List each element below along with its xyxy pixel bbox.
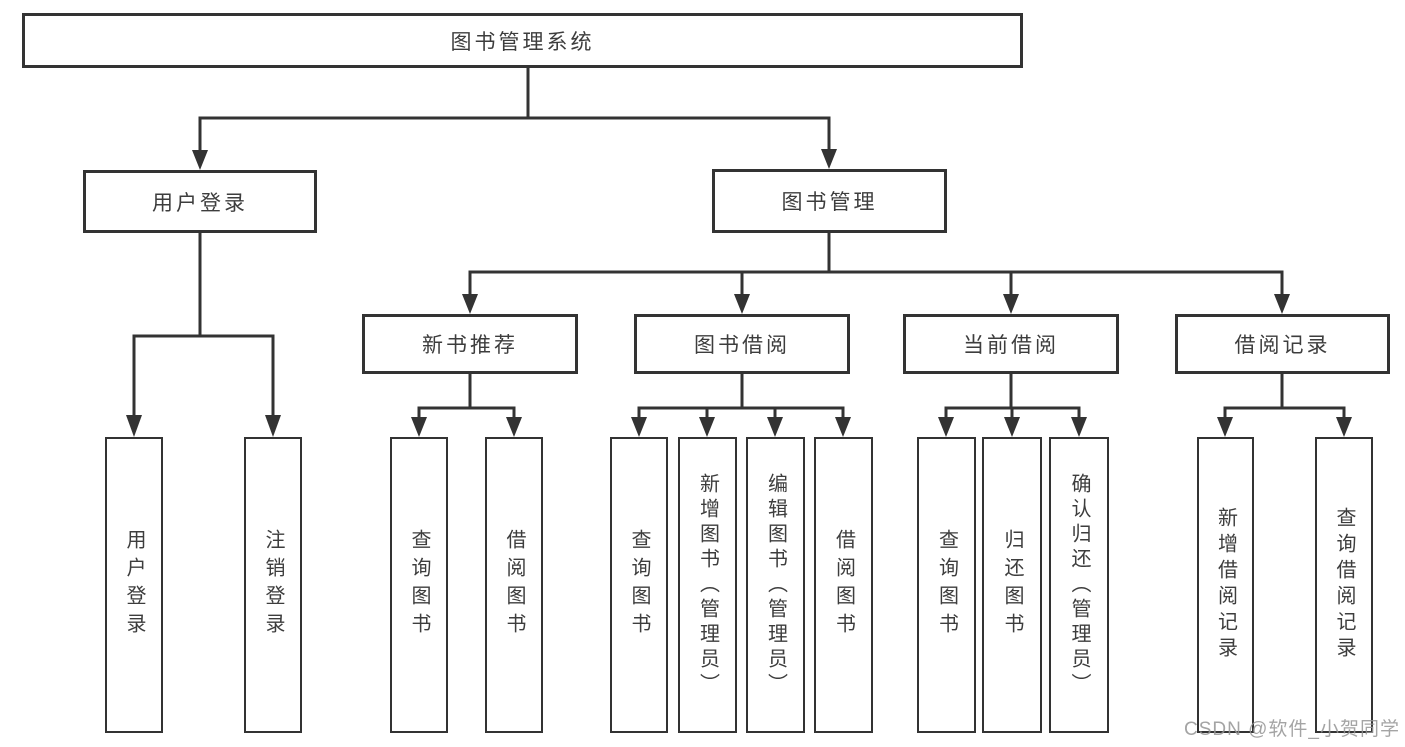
leaf-bb-query-book: 查询图书 — [610, 437, 668, 733]
leaf-cb-return-book: 归还图书 — [982, 437, 1042, 733]
connector-current-borrow-children — [938, 374, 1087, 437]
leaf-cb-confirm-return-label: 确认归还（管理员） — [1068, 472, 1090, 698]
node-book-mgmt: 图书管理 — [712, 169, 947, 233]
leaf-bb-query-book-label: 查询图书 — [628, 529, 650, 641]
node-borrow-record-label: 借阅记录 — [1234, 334, 1331, 357]
connector-book-mgmt-children — [462, 233, 1290, 314]
leaf-rec-borrow-book-label: 借阅图书 — [503, 529, 525, 641]
node-borrow-record: 借阅记录 — [1175, 314, 1390, 374]
leaf-user-login: 用户登录 — [105, 437, 163, 733]
connector-borrow-record-children — [1217, 374, 1352, 437]
leaf-rec-query-book: 查询图书 — [390, 437, 448, 733]
node-book-mgmt-label: 图书管理 — [781, 191, 878, 214]
leaf-logout: 注销登录 — [244, 437, 302, 733]
leaf-br-query-record-label: 查询借阅记录 — [1333, 507, 1355, 663]
leaf-bb-edit-book-label: 编辑图书（管理员） — [764, 472, 787, 698]
leaf-bb-edit-book: 编辑图书（管理员） — [746, 437, 805, 733]
node-book-borrow-label: 图书借阅 — [694, 334, 790, 357]
connector-user-login-children — [126, 233, 281, 437]
leaf-bb-add-book: 新增图书（管理员） — [678, 437, 737, 733]
node-new-book-rec-label: 新书推荐 — [422, 334, 518, 357]
leaf-cb-confirm-return: 确认归还（管理员） — [1049, 437, 1109, 733]
leaf-logout-label: 注销登录 — [262, 529, 284, 641]
connector-root-to-level2 — [192, 68, 837, 170]
leaf-bb-add-book-label: 新增图书（管理员） — [696, 472, 719, 698]
connector-book-borrow-children — [631, 374, 851, 437]
node-root-label: 图书管理系统 — [450, 30, 595, 54]
leaf-rec-query-book-label: 查询图书 — [408, 529, 430, 641]
leaf-rec-borrow-book: 借阅图书 — [485, 437, 543, 733]
leaf-cb-query-book: 查询图书 — [917, 437, 976, 733]
node-current-borrow-label: 当前借阅 — [963, 334, 1059, 357]
leaf-user-login-label: 用户登录 — [123, 529, 145, 641]
leaf-br-query-record: 查询借阅记录 — [1315, 437, 1373, 733]
leaf-bb-borrow-book-label: 借阅图书 — [832, 529, 855, 641]
leaf-br-add-record: 新增借阅记录 — [1197, 437, 1254, 733]
leaf-br-add-record-label: 新增借阅记录 — [1214, 507, 1237, 663]
leaf-cb-return-book-label: 归还图书 — [1001, 529, 1023, 641]
leaf-cb-query-book-label: 查询图书 — [935, 529, 958, 641]
leaf-bb-borrow-book: 借阅图书 — [814, 437, 873, 733]
node-root: 图书管理系统 — [22, 13, 1023, 68]
node-user-login: 用户登录 — [83, 170, 317, 233]
csdn-watermark: CSDN @软件_小贺同学 — [1184, 719, 1400, 740]
node-new-book-rec: 新书推荐 — [362, 314, 578, 374]
node-book-borrow: 图书借阅 — [634, 314, 850, 374]
connector-new-book-rec-children — [411, 374, 522, 437]
node-user-login-label: 用户登录 — [152, 191, 248, 215]
node-current-borrow: 当前借阅 — [903, 314, 1119, 374]
